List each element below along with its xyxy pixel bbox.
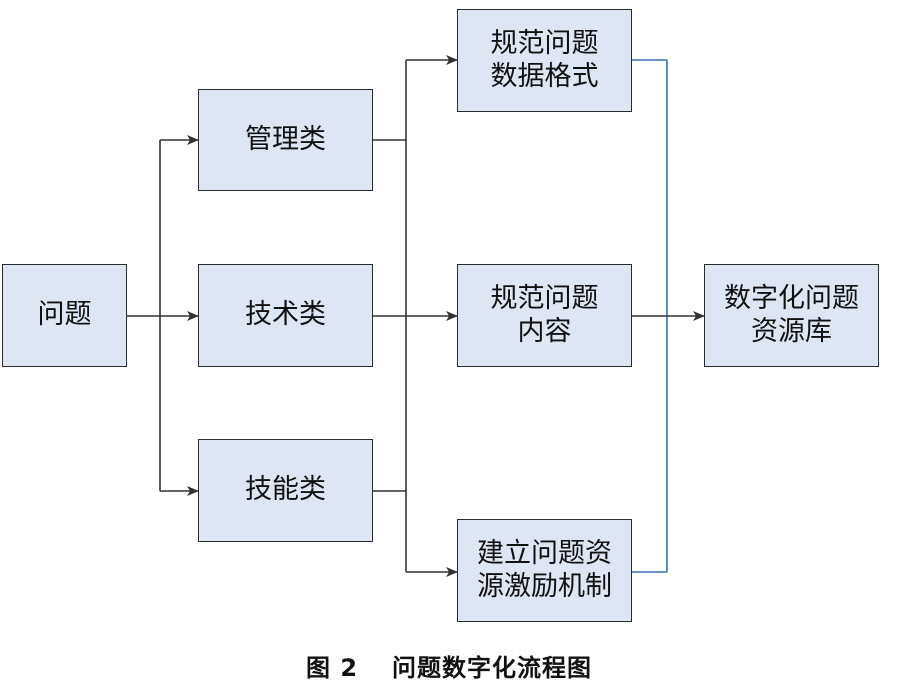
node-library-line-1: 数字化问题 — [724, 283, 859, 315]
node-mechanism-line-2: 源激励机制 — [477, 570, 612, 602]
node-library-line-2: 资源库 — [751, 315, 832, 347]
node-problem-label: 问题 — [37, 299, 92, 331]
root-branch-connector — [126, 135, 199, 496]
figure-title: 问题数字化流程图 — [392, 654, 593, 682]
category-branch-connector — [372, 55, 458, 577]
node-content-line-2: 内容 — [517, 315, 572, 347]
node-standardize-data-format: 规范问题 数据格式 — [457, 9, 632, 112]
node-format-line-2: 数据格式 — [490, 60, 599, 92]
figure-caption: 图 2 问题数字化流程图 — [0, 648, 898, 683]
node-problem: 问题 — [2, 264, 127, 367]
node-technical-category: 技术类 — [198, 264, 373, 367]
node-mechanism-line-1: 建立问题资 — [477, 538, 612, 570]
node-technical-label: 技术类 — [245, 299, 326, 331]
node-incentive-mechanism: 建立问题资 源激励机制 — [457, 519, 632, 622]
node-skill-category: 技能类 — [198, 439, 373, 542]
node-skill-label: 技能类 — [245, 474, 326, 506]
node-standardize-content: 规范问题 内容 — [457, 264, 632, 367]
node-digital-resource-library: 数字化问题 资源库 — [704, 264, 879, 367]
figure-number: 图 2 — [305, 654, 359, 682]
node-management-label: 管理类 — [245, 123, 326, 155]
node-management-category: 管理类 — [198, 89, 373, 191]
node-content-line-1: 规范问题 — [490, 283, 599, 315]
node-format-line-1: 规范问题 — [490, 28, 599, 60]
